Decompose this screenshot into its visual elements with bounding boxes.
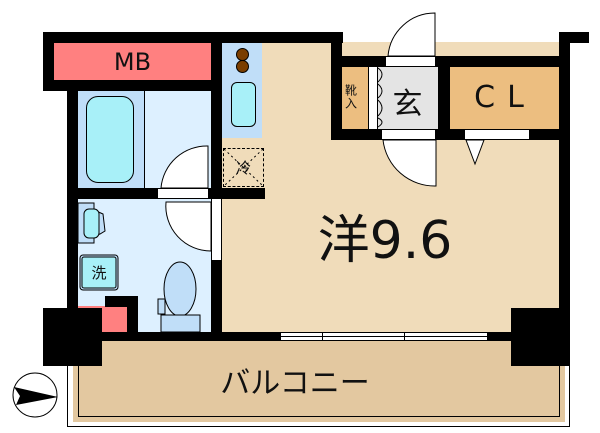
wall xyxy=(438,56,450,140)
toilet-paper-icon xyxy=(157,298,166,315)
closet-door-indicator xyxy=(465,139,485,166)
closet xyxy=(450,67,559,129)
window-divider xyxy=(404,332,405,341)
stove-burner-icon xyxy=(236,60,249,73)
shoe-box-label: 靴入 xyxy=(343,84,358,110)
wall xyxy=(331,56,385,67)
pillar xyxy=(511,308,570,366)
balcony xyxy=(73,340,565,422)
wall xyxy=(208,188,265,199)
wall xyxy=(530,129,562,140)
washroom-door-swing xyxy=(165,201,212,252)
wall xyxy=(331,32,342,140)
wall xyxy=(43,32,54,90)
wall xyxy=(436,129,464,140)
meter-box-label: MB xyxy=(113,47,152,76)
washing-machine-icon xyxy=(81,256,117,289)
refrigerator-space xyxy=(223,148,264,187)
shoe-box xyxy=(342,67,368,129)
shoe-box-swings xyxy=(377,67,383,128)
window-rail xyxy=(280,336,488,337)
wall xyxy=(78,188,158,199)
wall xyxy=(67,80,78,342)
wall xyxy=(67,332,282,341)
toilet-tank-icon xyxy=(160,314,201,333)
bathroom-door-swing xyxy=(160,145,209,189)
shoe-box-door xyxy=(368,67,378,129)
wall xyxy=(105,296,138,307)
wall xyxy=(436,56,562,67)
western-room-label: 洋9.6 xyxy=(317,210,453,271)
closet-label: CL xyxy=(474,80,536,115)
compass-icon xyxy=(12,372,58,418)
kitchen-sink-icon xyxy=(231,82,256,127)
wash-basin-bowl-icon xyxy=(83,208,100,239)
meter-box xyxy=(54,43,211,80)
wall xyxy=(331,129,381,140)
front-door-swing xyxy=(387,12,436,57)
wall xyxy=(43,80,221,91)
inner-door-swing xyxy=(382,139,437,187)
pillar xyxy=(43,308,102,366)
closet-door-opening xyxy=(464,129,530,140)
window-divider xyxy=(322,332,323,341)
wall xyxy=(559,32,570,332)
wall xyxy=(43,32,343,43)
washing-machine-label: 洗 xyxy=(91,264,107,282)
wall xyxy=(559,32,589,43)
balcony-label: バルコニー xyxy=(220,366,370,401)
entrance-label: 玄 xyxy=(392,86,423,122)
refrigerator-x xyxy=(223,148,264,187)
wall xyxy=(211,32,222,202)
wall xyxy=(127,296,138,332)
bathtub-icon xyxy=(86,96,134,183)
balcony-inner-border xyxy=(78,340,560,417)
entrance xyxy=(378,67,438,129)
toilet-bowl-icon xyxy=(163,261,197,317)
